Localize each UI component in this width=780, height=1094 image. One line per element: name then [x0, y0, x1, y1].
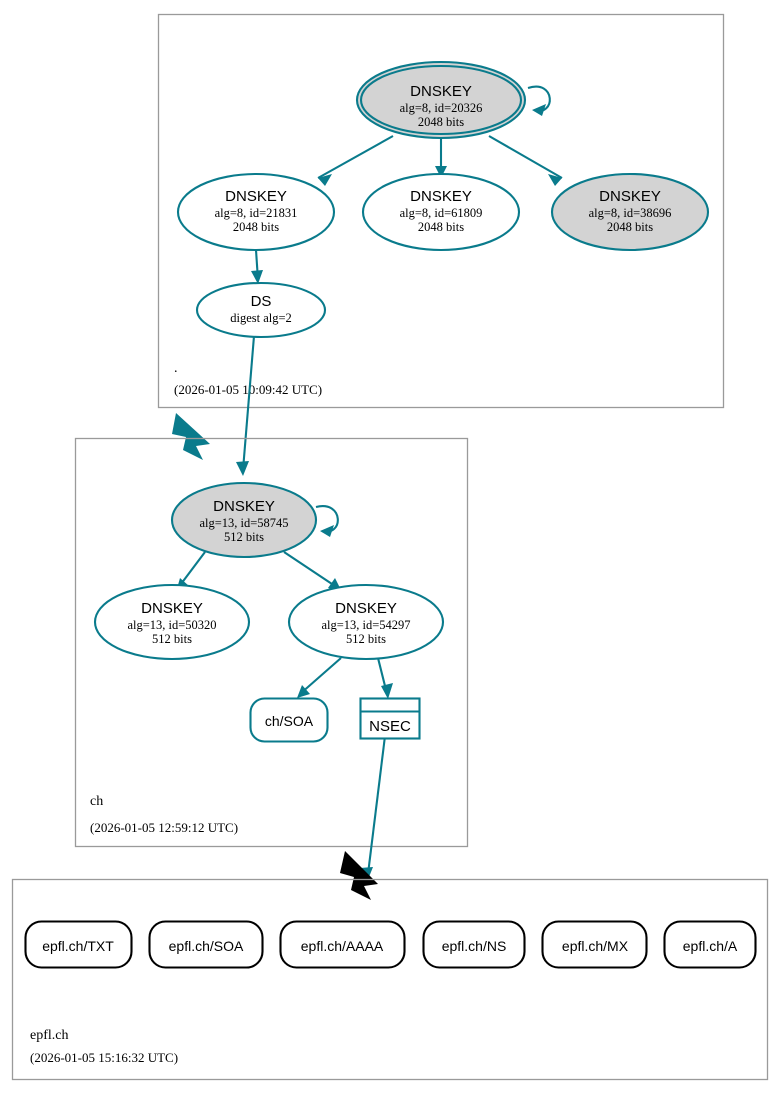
- zone-box-ch: [74, 437, 469, 848]
- node-epfl-txt[interactable]: epfl.ch/TXT: [24, 920, 133, 969]
- node-line3: 2048 bits: [607, 220, 653, 234]
- node-title: DS: [251, 293, 272, 310]
- zone-timestamp-epfl: (2026-01-05 15:16:32 UTC): [30, 1050, 178, 1065]
- node-line3: 2048 bits: [233, 220, 279, 234]
- node-ch-soa[interactable]: ch/SOA: [249, 697, 329, 743]
- node-epfl-a[interactable]: epfl.ch/A: [663, 920, 757, 969]
- node-root-ksk-20326[interactable]: DNSKEY alg=8, id=20326 2048 bits: [355, 60, 527, 140]
- zone-label-epfl: epfl.ch: [30, 1028, 68, 1043]
- node-ch-zsk-50320[interactable]: DNSKEY alg=13, id=50320 512 bits: [93, 583, 251, 661]
- zone-box-epfl: [11, 878, 769, 1081]
- edge-root-zsk-to-ds: [251, 249, 263, 284]
- node-line3: 512 bits: [152, 632, 192, 646]
- node-title: epfl.ch/NS: [442, 938, 507, 954]
- node-line3: 512 bits: [224, 530, 264, 544]
- node-line2: alg=13, id=50320: [127, 618, 216, 632]
- node-title: epfl.ch/TXT: [42, 938, 114, 954]
- node-line2: alg=8, id=21831: [215, 206, 298, 220]
- node-line2: alg=13, id=58745: [199, 516, 288, 530]
- node-ch-nsec[interactable]: NSEC: [359, 697, 421, 740]
- edge-nsec-to-epfl: [360, 735, 387, 882]
- zone-cluster-ch: ch (2026-01-05 12:59:12 UTC): [74, 437, 469, 848]
- node-title: epfl.ch/A: [683, 938, 738, 954]
- node-title: DNSKEY: [410, 83, 472, 100]
- node-epfl-aaaa[interactable]: epfl.ch/AAAA: [279, 920, 406, 969]
- node-title: DNSKEY: [141, 600, 203, 617]
- edge-ch-zsk-to-soa: [297, 657, 342, 698]
- node-line3: 512 bits: [346, 632, 386, 646]
- node-title: ch/SOA: [265, 713, 314, 729]
- node-title: DNSKEY: [335, 600, 397, 617]
- node-root-zsk-61809[interactable]: DNSKEY alg=8, id=61809 2048 bits: [361, 172, 521, 252]
- edge-ch-ksk-to-zsk-54297: [283, 551, 342, 592]
- node-line3: 2048 bits: [418, 220, 464, 234]
- node-title: DNSKEY: [213, 498, 275, 515]
- zone-edge-ch-to-epfl: [340, 851, 378, 900]
- node-epfl-mx[interactable]: epfl.ch/MX: [541, 920, 648, 969]
- node-line2: alg=13, id=54297: [321, 618, 410, 632]
- self-loop-ch-ksk: [315, 505, 339, 537]
- edge-root-ksk-to-zsk-61809: [435, 139, 447, 178]
- node-title: DNSKEY: [599, 188, 661, 205]
- edge-root-ksk-to-zsk-38696: [488, 135, 563, 186]
- zone-label-ch: ch: [90, 794, 103, 809]
- zone-label-root: .: [174, 361, 178, 376]
- node-title: epfl.ch/AAAA: [301, 938, 384, 954]
- node-root-zsk-38696[interactable]: DNSKEY alg=8, id=38696 2048 bits: [550, 172, 710, 252]
- node-title: epfl.ch/SOA: [169, 938, 244, 954]
- edge-root-ksk-to-zsk-21831: [317, 135, 394, 186]
- edge-ch-zsk-to-nsec: [376, 657, 393, 699]
- node-title: DNSKEY: [225, 188, 287, 205]
- node-ch-zsk-54297[interactable]: DNSKEY alg=13, id=54297 512 bits: [287, 583, 445, 661]
- node-ch-ksk-58745[interactable]: DNSKEY alg=13, id=58745 512 bits: [170, 481, 318, 559]
- node-line2: alg=8, id=61809: [400, 206, 483, 220]
- node-line2: alg=8, id=20326: [400, 101, 483, 115]
- zone-cluster-epfl: epfl.ch (2026-01-05 15:16:32 UTC): [11, 878, 769, 1081]
- zone-timestamp-ch: (2026-01-05 12:59:12 UTC): [90, 820, 238, 835]
- node-root-ds[interactable]: DS digest alg=2: [195, 281, 327, 339]
- node-epfl-ns[interactable]: epfl.ch/NS: [422, 920, 526, 969]
- zone-timestamp-root: (2026-01-05 10:09:42 UTC): [174, 382, 322, 397]
- node-root-zsk-21831[interactable]: DNSKEY alg=8, id=21831 2048 bits: [176, 172, 336, 252]
- node-line2: alg=8, id=38696: [589, 206, 672, 220]
- node-epfl-soa[interactable]: epfl.ch/SOA: [148, 920, 264, 969]
- zone-box-root: [157, 13, 725, 409]
- node-title: DNSKEY: [410, 188, 472, 205]
- self-loop-root-ksk: [527, 85, 551, 116]
- node-title: epfl.ch/MX: [562, 938, 629, 954]
- zone-edge-root-to-ch: [172, 413, 210, 460]
- edge-ds-to-ch-ksk: [236, 335, 256, 476]
- node-line3: 2048 bits: [418, 115, 464, 129]
- node-line2: digest alg=2: [230, 311, 292, 325]
- zone-cluster-root: . (2026-01-05 10:09:42 UTC): [157, 13, 725, 409]
- node-title: NSEC: [369, 718, 411, 735]
